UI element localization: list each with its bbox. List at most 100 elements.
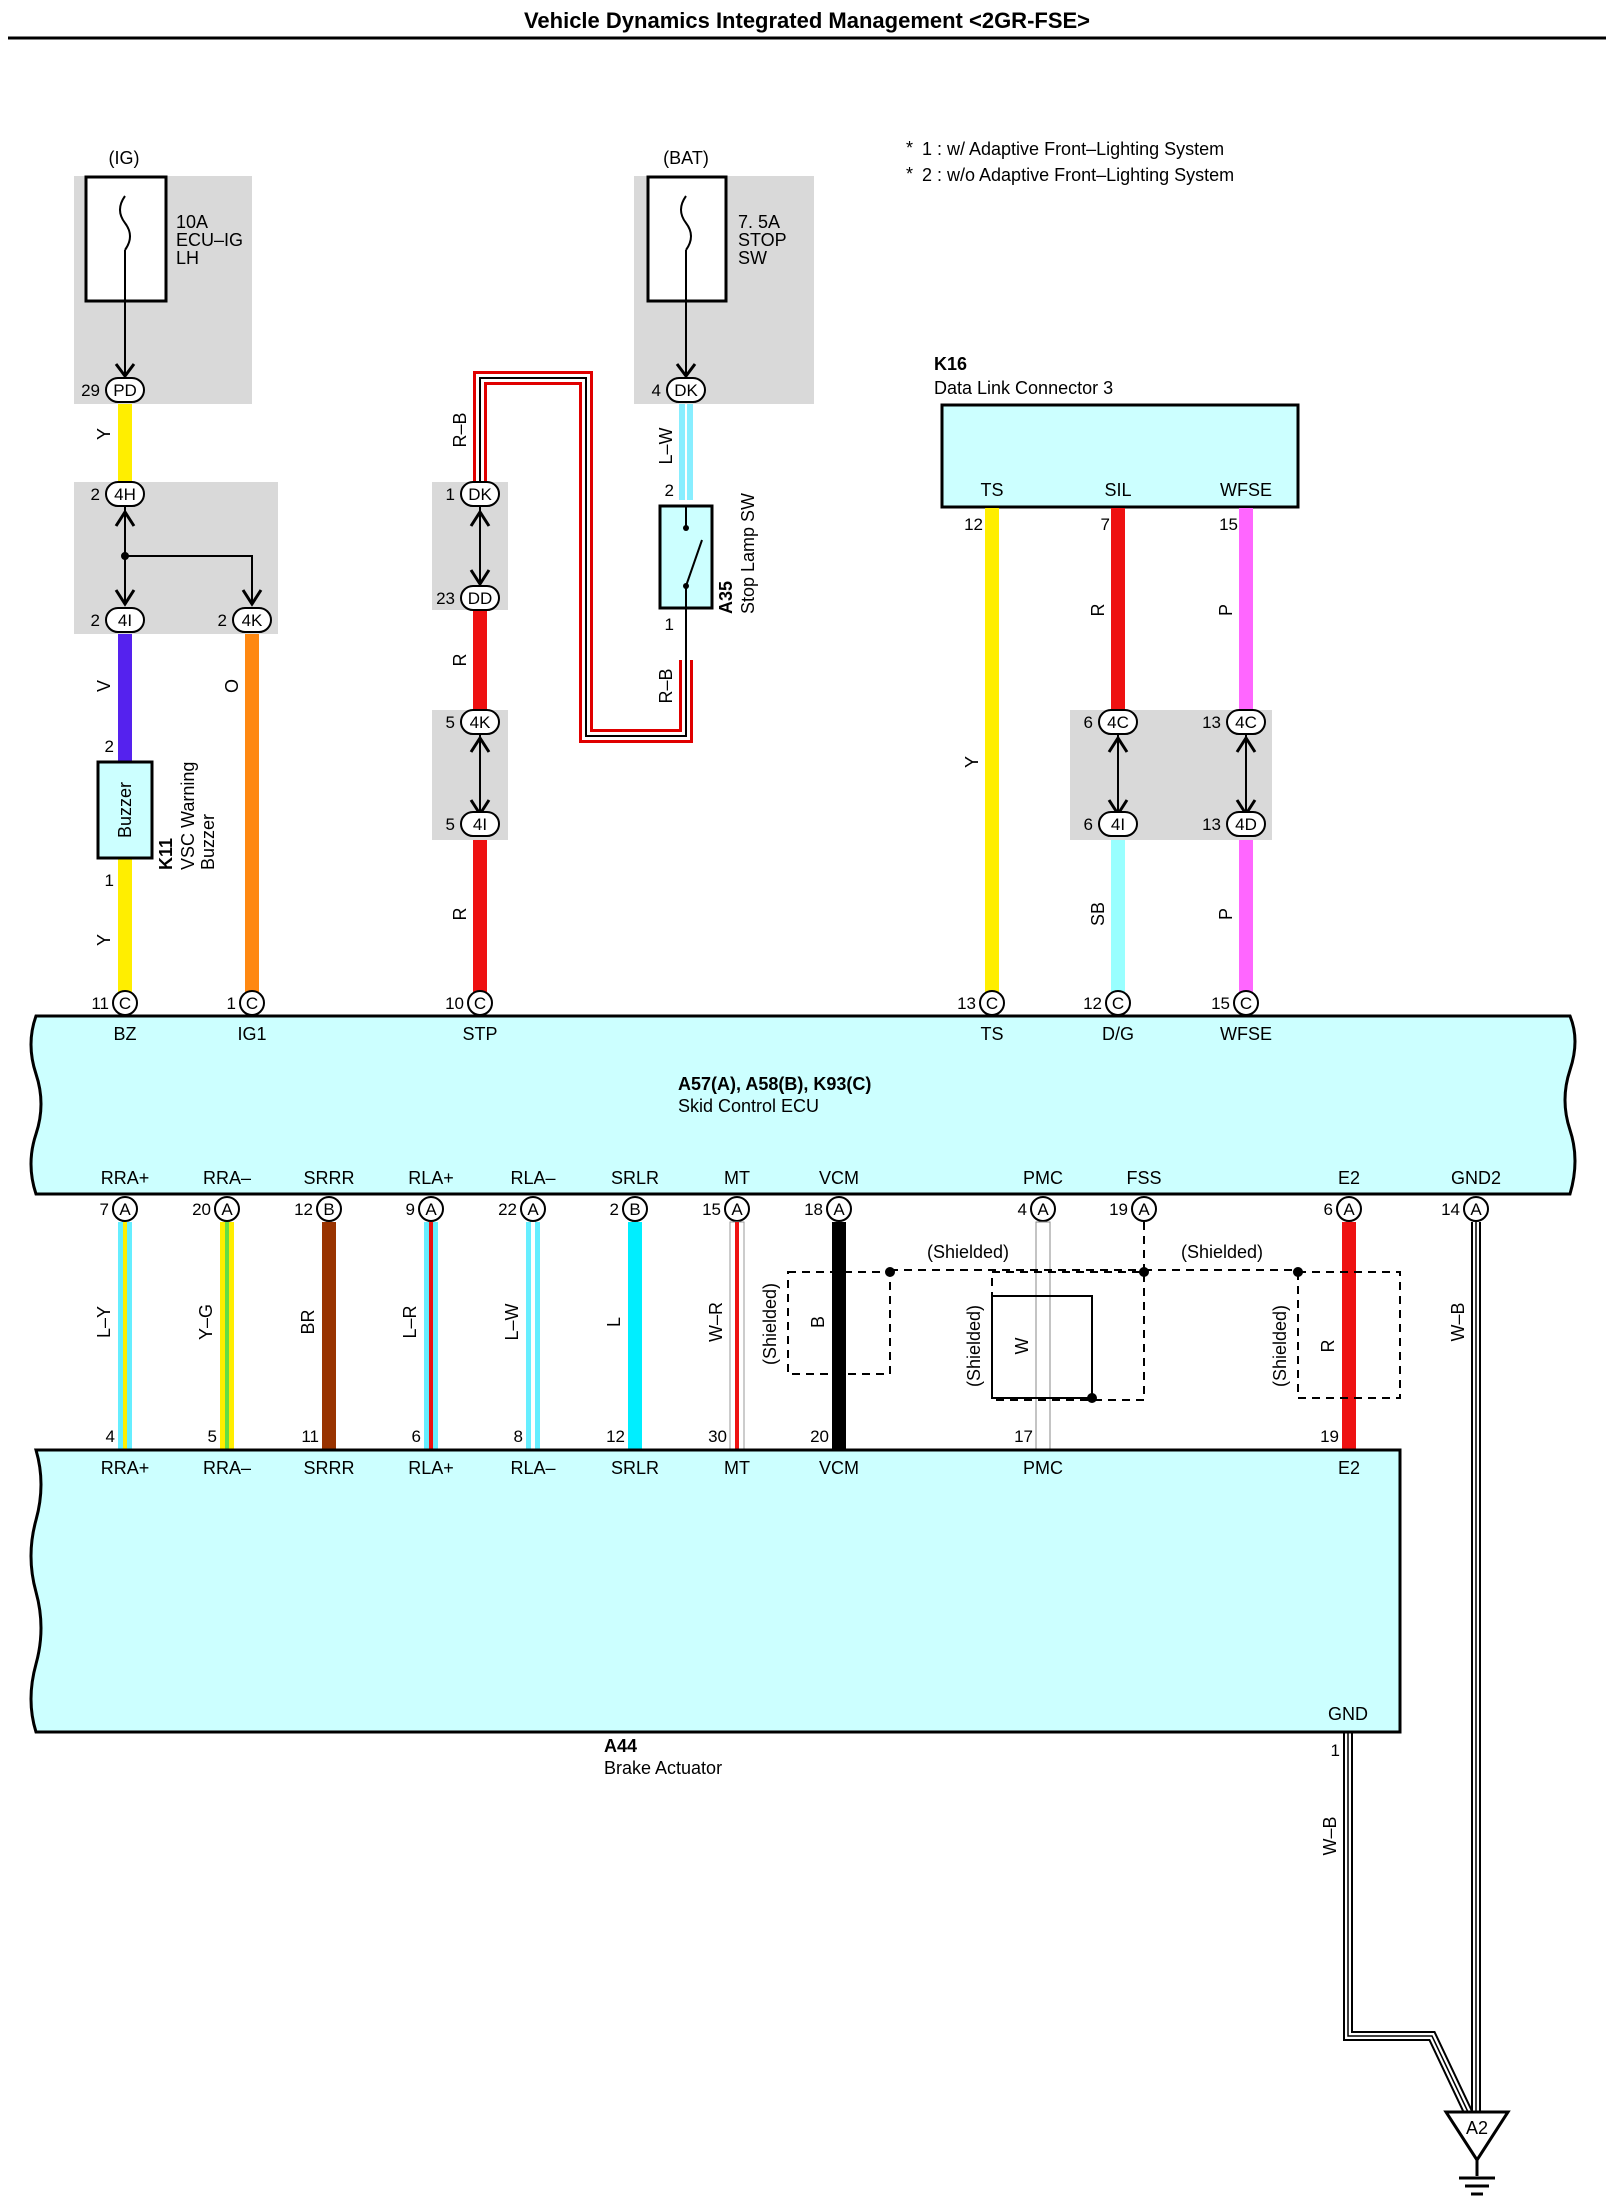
wire-sb [1111, 840, 1125, 1004]
ecu-bottom-pin-number: 19 [1109, 1200, 1128, 1219]
ecu-bottom-pin-number: 15 [702, 1200, 721, 1219]
actuator-pin-label: VCM [819, 1458, 859, 1478]
ground-a2: A2 [1443, 2110, 1511, 2196]
buzzer-pin-2: 2 [105, 737, 114, 756]
wire-br [322, 1222, 336, 1450]
shields: (Shielded) (Shielded) (Shielded) (Shield… [760, 1242, 1401, 1403]
vsc-warning-buzzer: Buzzer 2 1 K11 VSC Warning Buzzer [96, 737, 218, 890]
conn-4i-c-pin: 6 [1084, 815, 1093, 834]
dlc-sil: SIL [1104, 480, 1131, 500]
conn-4h-label: 4H [114, 485, 136, 504]
shielded-label-5: (Shielded) [1270, 1305, 1290, 1387]
wl-y2: Y [94, 934, 114, 946]
ecu-top-pin-number: 1 [227, 994, 236, 1013]
wire-rb-loop-core [479, 377, 687, 737]
ecu-top-pin-conn: C [119, 994, 131, 1013]
stopsw-code: A35 [716, 581, 736, 614]
fuse-bat-amp: 7. 5A [738, 212, 780, 232]
shielded-label-3: (Shielded) [760, 1283, 780, 1365]
wl-r1: R [450, 654, 470, 667]
wl-lr: L–R [400, 1305, 420, 1338]
fuse-bat-symbol [680, 195, 692, 251]
ecu-top-pin-circle [239, 990, 265, 1016]
wl-p1: P [1216, 604, 1236, 616]
ecu-bottom-pin-circle [520, 1196, 546, 1222]
conn-4h-pin: 2 [91, 485, 100, 504]
actuator-pin-number: 12 [606, 1427, 625, 1446]
actuator-pin-label: RRA+ [101, 1458, 150, 1478]
dlc-pin-ts: 12 [964, 515, 983, 534]
conn-4d-label: 4D [1235, 815, 1257, 834]
ecu-codes: A57(A), A58(B), K93(C) [678, 1074, 871, 1094]
wl-yg: Y–G [196, 1304, 216, 1340]
buzzer-box [96, 760, 154, 860]
ecu-top-pin-number: 13 [957, 994, 976, 1013]
conn-4c-a [1098, 709, 1138, 735]
lower-wires [118, 1221, 1481, 2120]
actuator-gnd: GND [1328, 1704, 1368, 1724]
actuator-pin-label: SRRR [303, 1458, 354, 1478]
ecu-bottom-pin-conn: A [1343, 1200, 1355, 1219]
conn-4h [105, 481, 145, 507]
actuator-pin-label: E2 [1338, 1458, 1360, 1478]
wl-rb2: R–B [656, 668, 676, 703]
wire-p-wfse-2 [1239, 840, 1253, 1004]
fuse-ig-name2: LH [176, 248, 199, 268]
wire-y-bz [118, 858, 132, 1004]
ecu-bottom-pin-label: RLA– [510, 1168, 555, 1188]
dlc-pin-wfse: 15 [1219, 515, 1238, 534]
shield-pmc-inner [991, 1295, 1093, 1399]
dlc-ts: TS [980, 480, 1003, 500]
conn-dk-top-label: DK [674, 381, 698, 400]
conn-4k-b [460, 709, 500, 735]
ecu-top-pin-number: 15 [1211, 994, 1230, 1013]
wl-wb2: W–B [1320, 1816, 1340, 1855]
stop-lamp-switch: 2 1 A35 Stop Lamp SW [658, 481, 758, 634]
ecu-top-pin-conn: C [1112, 994, 1124, 1013]
ecu-top-pin-conn: C [986, 994, 998, 1013]
conn-dk-pin: 1 [446, 485, 455, 504]
actuator-pin-number: 20 [810, 1427, 829, 1446]
shield-vcm-dot [885, 1267, 895, 1277]
fuse-ig-name: ECU–IG [176, 230, 243, 250]
ecu-bottom-pin-number: 18 [804, 1200, 823, 1219]
wire-v [118, 634, 132, 762]
wl-p2: P [1216, 908, 1236, 920]
wl-y1: Y [94, 428, 114, 440]
ecu-bottom-pin-number: 22 [498, 1200, 517, 1219]
shielded-label-1: (Shielded) [927, 1242, 1009, 1262]
ecu-top-pin-label: D/G [1102, 1024, 1134, 1044]
fuse-stop-sw: (BAT) 7. 5A STOP SW DK 4 [634, 148, 814, 404]
ecu-top-pin-label: WFSE [1220, 1024, 1272, 1044]
ecu-bottom-pin-conn: B [323, 1200, 334, 1219]
ecu-bottom-pin-conn: A [1138, 1200, 1150, 1219]
fuse-bat-source: (BAT) [663, 148, 709, 168]
wire-y-ts [985, 508, 999, 1004]
conn-4d [1226, 811, 1266, 837]
wl-r2: R [450, 908, 470, 921]
wire-r-sil [1111, 508, 1125, 710]
ecu-bottom-pin-number: 7 [100, 1200, 109, 1219]
ecu-bottom-pin-conn: A [221, 1200, 233, 1219]
ecu-bottom-pin-circle [1336, 1196, 1362, 1222]
ecu-bottom-pin-label: RLA+ [408, 1168, 454, 1188]
ecu-top-pin-label: IG1 [237, 1024, 266, 1044]
note-2: 2 : w/o Adaptive Front–Lighting System [922, 165, 1234, 185]
ecu-bottom-pin-circle [316, 1196, 342, 1222]
dlc-name: Data Link Connector 3 [934, 378, 1113, 398]
stopsw-pin-2: 2 [665, 481, 674, 500]
ecu-bottom-pin-circle [1463, 1196, 1489, 1222]
ecu-bottom-pin-conn: A [1037, 1200, 1049, 1219]
skid-control-ecu: A57(A), A58(B), K93(C) Skid Control ECU … [29, 990, 1577, 1222]
ecu-bottom-pin-conn: A [425, 1200, 437, 1219]
wl-rb1: R–B [450, 412, 470, 447]
shielded-label-4: (Shielded) [964, 1305, 984, 1387]
upper-wire-labels: Y V Y O R–B L–W R–B R R Y R P SB P [94, 412, 1236, 946]
actuator-pin-label: RLA– [510, 1458, 555, 1478]
conn-dk [460, 481, 500, 507]
wl-w: W [1012, 1338, 1032, 1355]
conn-4c-a-label: 4C [1107, 713, 1129, 732]
ecu-top-pin-circle [1233, 990, 1259, 1016]
fuse-ig-arrow [114, 363, 136, 379]
